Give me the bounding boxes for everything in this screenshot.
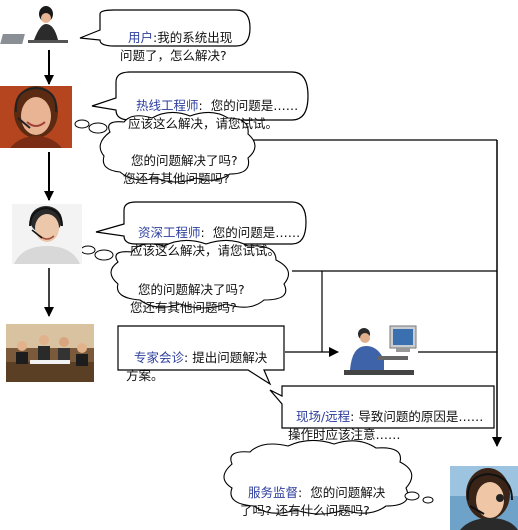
person-at-laptop-photo [0, 5, 78, 47]
hotline-followup-line2: 您还有其他问题吗? [123, 171, 230, 186]
hotline-role-separator: : [198, 98, 203, 113]
hotline-role-label: 热线工程师 [135, 98, 199, 113]
expert-message: 专家会诊:提出问题解决方案。 [126, 331, 267, 385]
callout-onsite [269, 385, 495, 429]
thought-bubble-senior [80, 239, 290, 309]
onsite-role-separator: : [350, 409, 355, 424]
expert-message-line1: 提出问题解决 [192, 350, 268, 365]
supervisor-message-line1: 您的问题解决 [310, 485, 386, 500]
user-role-separator: : [152, 30, 158, 45]
technician-at-computer-photo [340, 324, 418, 376]
user-message: 用户:我的系统出现问题了，怎么解决? [120, 11, 232, 65]
expert-message-line2: 方案。 [126, 368, 164, 383]
supervisor-message: 服务监督: 您的问题解决了吗? 还有什么问题吗? [240, 466, 385, 520]
headset-agent-photo-hotline [0, 86, 72, 148]
senior-role-separator: : [200, 225, 205, 240]
senior-followup-line2: 您还有其他问题吗? [130, 300, 237, 315]
onsite-message: 现场/远程:导致问题的原因是…… 操作时应该注意…… [288, 390, 483, 444]
hotline-message-line2: 应该这么解决，请您试试。 [128, 116, 279, 131]
hotline-message-line1: 您的问题是…… [210, 98, 299, 113]
senior-message-line1: 您的问题是…… [212, 225, 301, 240]
senior-message-line2: 应该这么解决，请您试试。 [130, 243, 281, 258]
callout-expert [117, 325, 285, 386]
user-message-line2: 问题了，怎么解决? [120, 48, 227, 63]
speech-bubble-user [79, 9, 251, 47]
speech-bubble-senior [95, 201, 307, 245]
supervisor-role-label: 服务监督 [247, 485, 298, 500]
hotline-followup-message: 您的问题解决了吗? 您还有其他问题吗? [123, 134, 238, 188]
senior-followup-line1: 您的问题解决了吗? [137, 282, 245, 297]
onsite-message-line1: 导致问题的原因是…… [358, 409, 484, 424]
hotline-followup-line1: 您的问题解决了吗? [130, 153, 238, 168]
expert-role-label: 专家会诊 [133, 350, 184, 365]
senior-followup-message: 您的问题解决了吗? 您还有其他问题吗? [130, 263, 245, 317]
senior-message: 资深工程师: 您的问题是…… 应该这么解决，请您试试。 [130, 206, 300, 260]
thought-bubble-supervisor [223, 439, 434, 515]
user-message-line1: 我的系统出现 [157, 30, 233, 45]
hotline-message: 热线工程师: 您的问题是…… 应该这么解决，请您试试。 [128, 79, 298, 133]
onsite-role-label: 现场/远程 [295, 409, 351, 424]
supervisor-role-separator: : [297, 485, 303, 500]
onsite-message-line2: 操作时应该注意…… [288, 427, 401, 442]
meeting-group-photo [6, 324, 94, 382]
user-role-label: 用户 [127, 30, 153, 45]
headset-supervisor-photo [450, 466, 518, 530]
senior-role-label: 资深工程师 [137, 225, 201, 240]
supervisor-message-line2: 了吗? 还有什么问题吗? [240, 503, 370, 518]
expert-role-separator: : [183, 350, 189, 365]
speech-bubble-hotline [91, 71, 309, 121]
thought-bubble-hotline [74, 111, 256, 183]
headset-agent-photo-senior [12, 204, 82, 264]
